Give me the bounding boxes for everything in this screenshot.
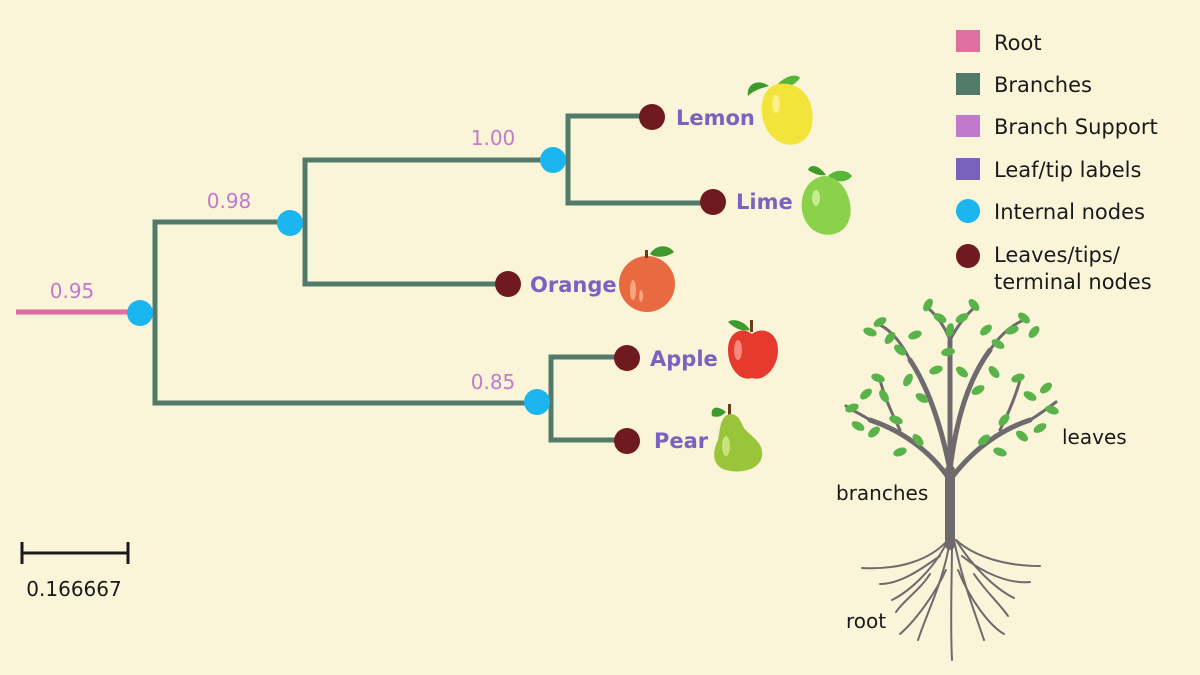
leaf-label-lime: Lime (736, 190, 793, 214)
legend: Root Branches Branch Support Leaf/tip la… (956, 30, 1158, 294)
scale-bar-label: 0.166667 (26, 577, 121, 601)
support-citrus: 0.98 (207, 189, 252, 213)
tree-label-root: root (846, 609, 886, 633)
branch-support-labels: 0.95 0.98 1.00 0.85 (50, 126, 516, 394)
legend-label-branches: Branches (994, 73, 1092, 97)
legend-label-internal-nodes: Internal nodes (994, 200, 1145, 224)
internal-node-root (127, 300, 153, 326)
support-apple-pear: 0.85 (471, 370, 516, 394)
legend-swatch-root (956, 30, 980, 52)
internal-node-citrus (277, 210, 303, 236)
legend-label-leaf-tip-labels: Leaf/tip labels (994, 158, 1141, 182)
tree-leaves (845, 298, 1059, 457)
leaf-label-orange: Orange (530, 273, 617, 297)
orange-icon (619, 246, 675, 312)
branch-lemon-lime-split (565, 113, 713, 206)
tree-label-leaves: leaves (1062, 425, 1127, 449)
leaf-label-pear: Pear (654, 429, 709, 453)
internal-node-lemon-lime (540, 147, 566, 173)
tree-trunk (844, 306, 1058, 550)
legend-swatch-leaf-tip-labels (956, 158, 980, 180)
leaf-node-lime (700, 189, 726, 215)
lemon-icon (747, 75, 813, 145)
branch-apple-pear-split (548, 354, 627, 443)
legend-swatch-branch-support (956, 115, 980, 137)
legend-label-root: Root (994, 31, 1042, 55)
apple-icon (728, 320, 778, 379)
leaf-node-apple (614, 345, 640, 371)
tree-branches (16, 113, 713, 443)
lime-icon (801, 165, 852, 235)
leaf-node-lemon (639, 104, 665, 130)
pear-icon (711, 404, 763, 472)
leaf-labels: Lemon Lime Orange Apple Pear (530, 106, 793, 453)
legend-swatch-branches (956, 73, 980, 95)
support-lemon-lime: 1.00 (471, 126, 516, 150)
leaf-label-lemon: Lemon (676, 106, 755, 130)
leaf-nodes (495, 104, 726, 454)
legend-label-leaf-nodes-line1: Leaves/tips/ (994, 243, 1121, 267)
support-root: 0.95 (50, 279, 95, 303)
legend-label-branch-support: Branch Support (994, 115, 1158, 139)
leaf-node-orange (495, 271, 521, 297)
tree-label-branches: branches (836, 481, 928, 505)
legend-swatch-internal-nodes (956, 199, 980, 223)
tree-roots (861, 539, 1041, 661)
tree-illustration: leaves branches root (836, 298, 1127, 661)
leaf-label-apple: Apple (650, 347, 718, 371)
legend-swatch-leaf-nodes (956, 244, 980, 268)
branch-root-split (152, 219, 537, 406)
branch-citrus-split (302, 157, 553, 287)
scale-bar: 0.166667 (20, 542, 130, 601)
leaf-node-pear (614, 428, 640, 454)
internal-nodes (127, 147, 566, 415)
internal-node-apple-pear (524, 389, 550, 415)
legend-label-leaf-nodes-line2: terminal nodes (994, 270, 1152, 294)
